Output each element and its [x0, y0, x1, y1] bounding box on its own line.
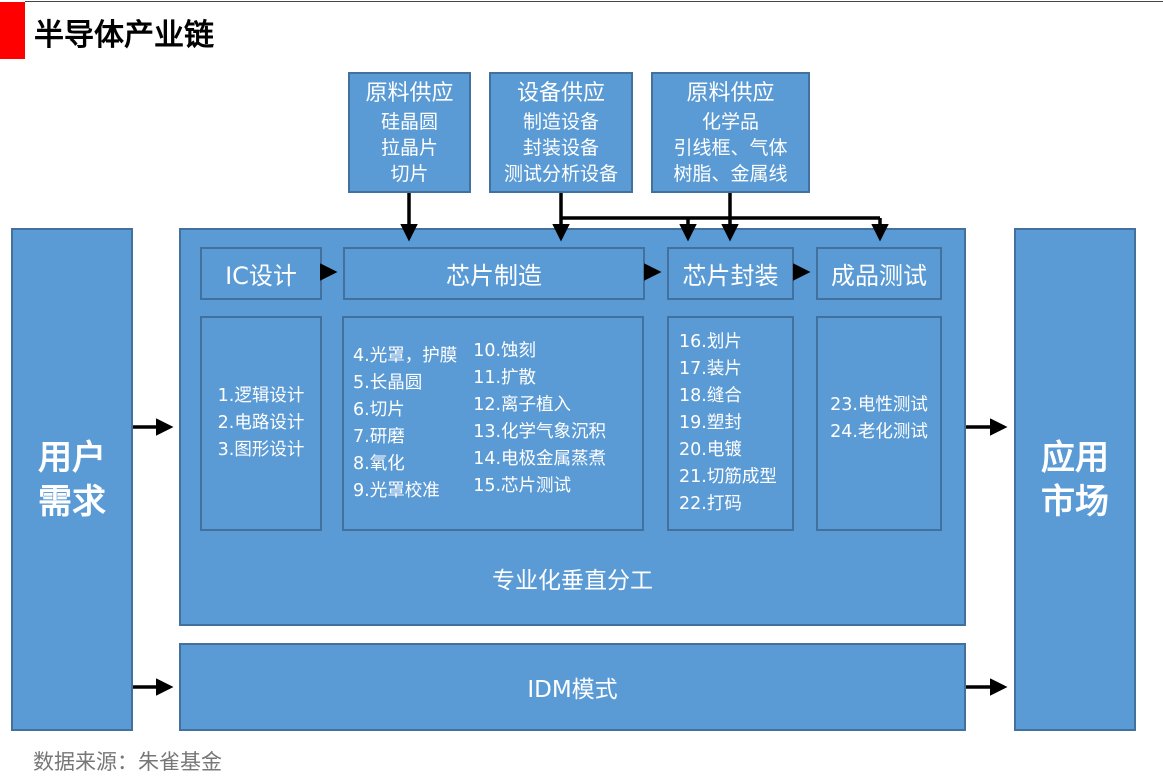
user-demand-box: 用户 需求: [11, 228, 133, 731]
step-item: 16.划片: [679, 332, 742, 352]
step-item: 9.光罩校准: [353, 480, 440, 501]
application-market-box: 应用 市场: [1014, 228, 1136, 731]
step-item: 12.离子植入: [473, 394, 572, 415]
step-item: 4.光罩，护膜: [353, 345, 458, 366]
title-accent-bar: [0, 2, 25, 59]
supplier-line: 树脂、金属线: [673, 162, 788, 185]
specialized-division-label: 专业化垂直分工: [492, 568, 653, 594]
step-item: 24.老化测试: [830, 421, 928, 442]
step-item: 7.研磨: [353, 426, 405, 447]
step-item: 23.电性测试: [830, 394, 928, 415]
stage-chip-packaging: 芯片封装: [667, 247, 794, 300]
step-item: 13.化学气象沉积: [473, 421, 607, 442]
step-item: 11.扩散: [473, 367, 537, 388]
step-item: 14.电极金属蒸煮: [473, 448, 607, 469]
step-item: 17.装片: [679, 359, 742, 379]
manufacturing-steps: 4.光罩，护膜 5.长晶圆 6.切片 7.研磨 8.氧化 9.光罩校准 10.蚀…: [342, 316, 644, 531]
step-item: 3.图形设计: [217, 440, 305, 460]
stage-chip-manufacturing: 芯片制造: [343, 247, 645, 300]
step-item: 5.长晶圆: [353, 372, 423, 393]
source-note: 数据来源：朱雀基金: [33, 750, 222, 774]
step-item: 2.电路设计: [217, 413, 305, 433]
supplier-line: 硅晶圆: [380, 110, 438, 133]
step-item: 15.芯片测试: [473, 475, 572, 496]
application-market-label: 市场: [1041, 481, 1109, 522]
supplier-raw-chemicals: 原料供应 化学品 引线框、气体 树脂、金属线: [651, 72, 810, 193]
testing-steps: 23.电性测试 24.老化测试: [816, 316, 942, 531]
supplier-raw-wafer: 原料供应 硅晶圆 拉晶片 切片: [348, 72, 471, 193]
supplier-line: 化学品: [701, 110, 759, 133]
supplier-heading: 设备供应: [516, 80, 605, 106]
idm-mode-box: IDM模式: [179, 643, 966, 731]
step-item: 10.蚀刻: [473, 340, 537, 361]
supplier-heading: 原料供应: [365, 80, 454, 106]
supplier-line: 切片: [390, 162, 429, 185]
step-item: 20.电镀: [679, 440, 742, 460]
page-title: 半导体产业链: [34, 18, 214, 53]
supplier-line: 拉晶片: [380, 136, 438, 159]
supplier-line: 制造设备: [522, 110, 599, 133]
top-rule: [25, 1, 1163, 2]
step-item: 19.塑封: [679, 413, 742, 433]
supplier-line: 测试分析设备: [503, 162, 618, 185]
application-market-label: 应用: [1041, 437, 1109, 478]
stage-final-testing: 成品测试: [816, 247, 942, 300]
step-item: 22.打码: [679, 494, 742, 514]
supplier-line: 封装设备: [522, 136, 599, 159]
stage-ic-design: IC设计: [200, 247, 322, 300]
packaging-steps: 16.划片 17.装片 18.缝合 19.塑封 20.电镀 21.切筋成型 22…: [667, 316, 794, 531]
step-item: 8.氧化: [353, 453, 405, 474]
user-demand-label: 需求: [38, 481, 106, 522]
step-item: 1.逻辑设计: [217, 386, 305, 406]
manufacturing-col-2: 10.蚀刻 11.扩散 12.离子植入 13.化学气象沉积 14.电极金属蒸煮 …: [473, 338, 606, 500]
design-steps: 1.逻辑设计 2.电路设计 3.图形设计: [200, 316, 322, 531]
step-item: 6.切片: [353, 399, 405, 420]
step-item: 21.切筋成型: [679, 467, 777, 487]
step-item: 18.缝合: [679, 386, 742, 406]
manufacturing-col-1: 4.光罩，护膜 5.长晶圆 6.切片 7.研磨 8.氧化 9.光罩校准: [353, 343, 457, 505]
supplier-heading: 原料供应: [686, 80, 775, 106]
supplier-equipment: 设备供应 制造设备 封装设备 测试分析设备: [489, 72, 633, 193]
user-demand-label: 用户: [38, 437, 106, 478]
supplier-line: 引线框、气体: [673, 136, 788, 159]
